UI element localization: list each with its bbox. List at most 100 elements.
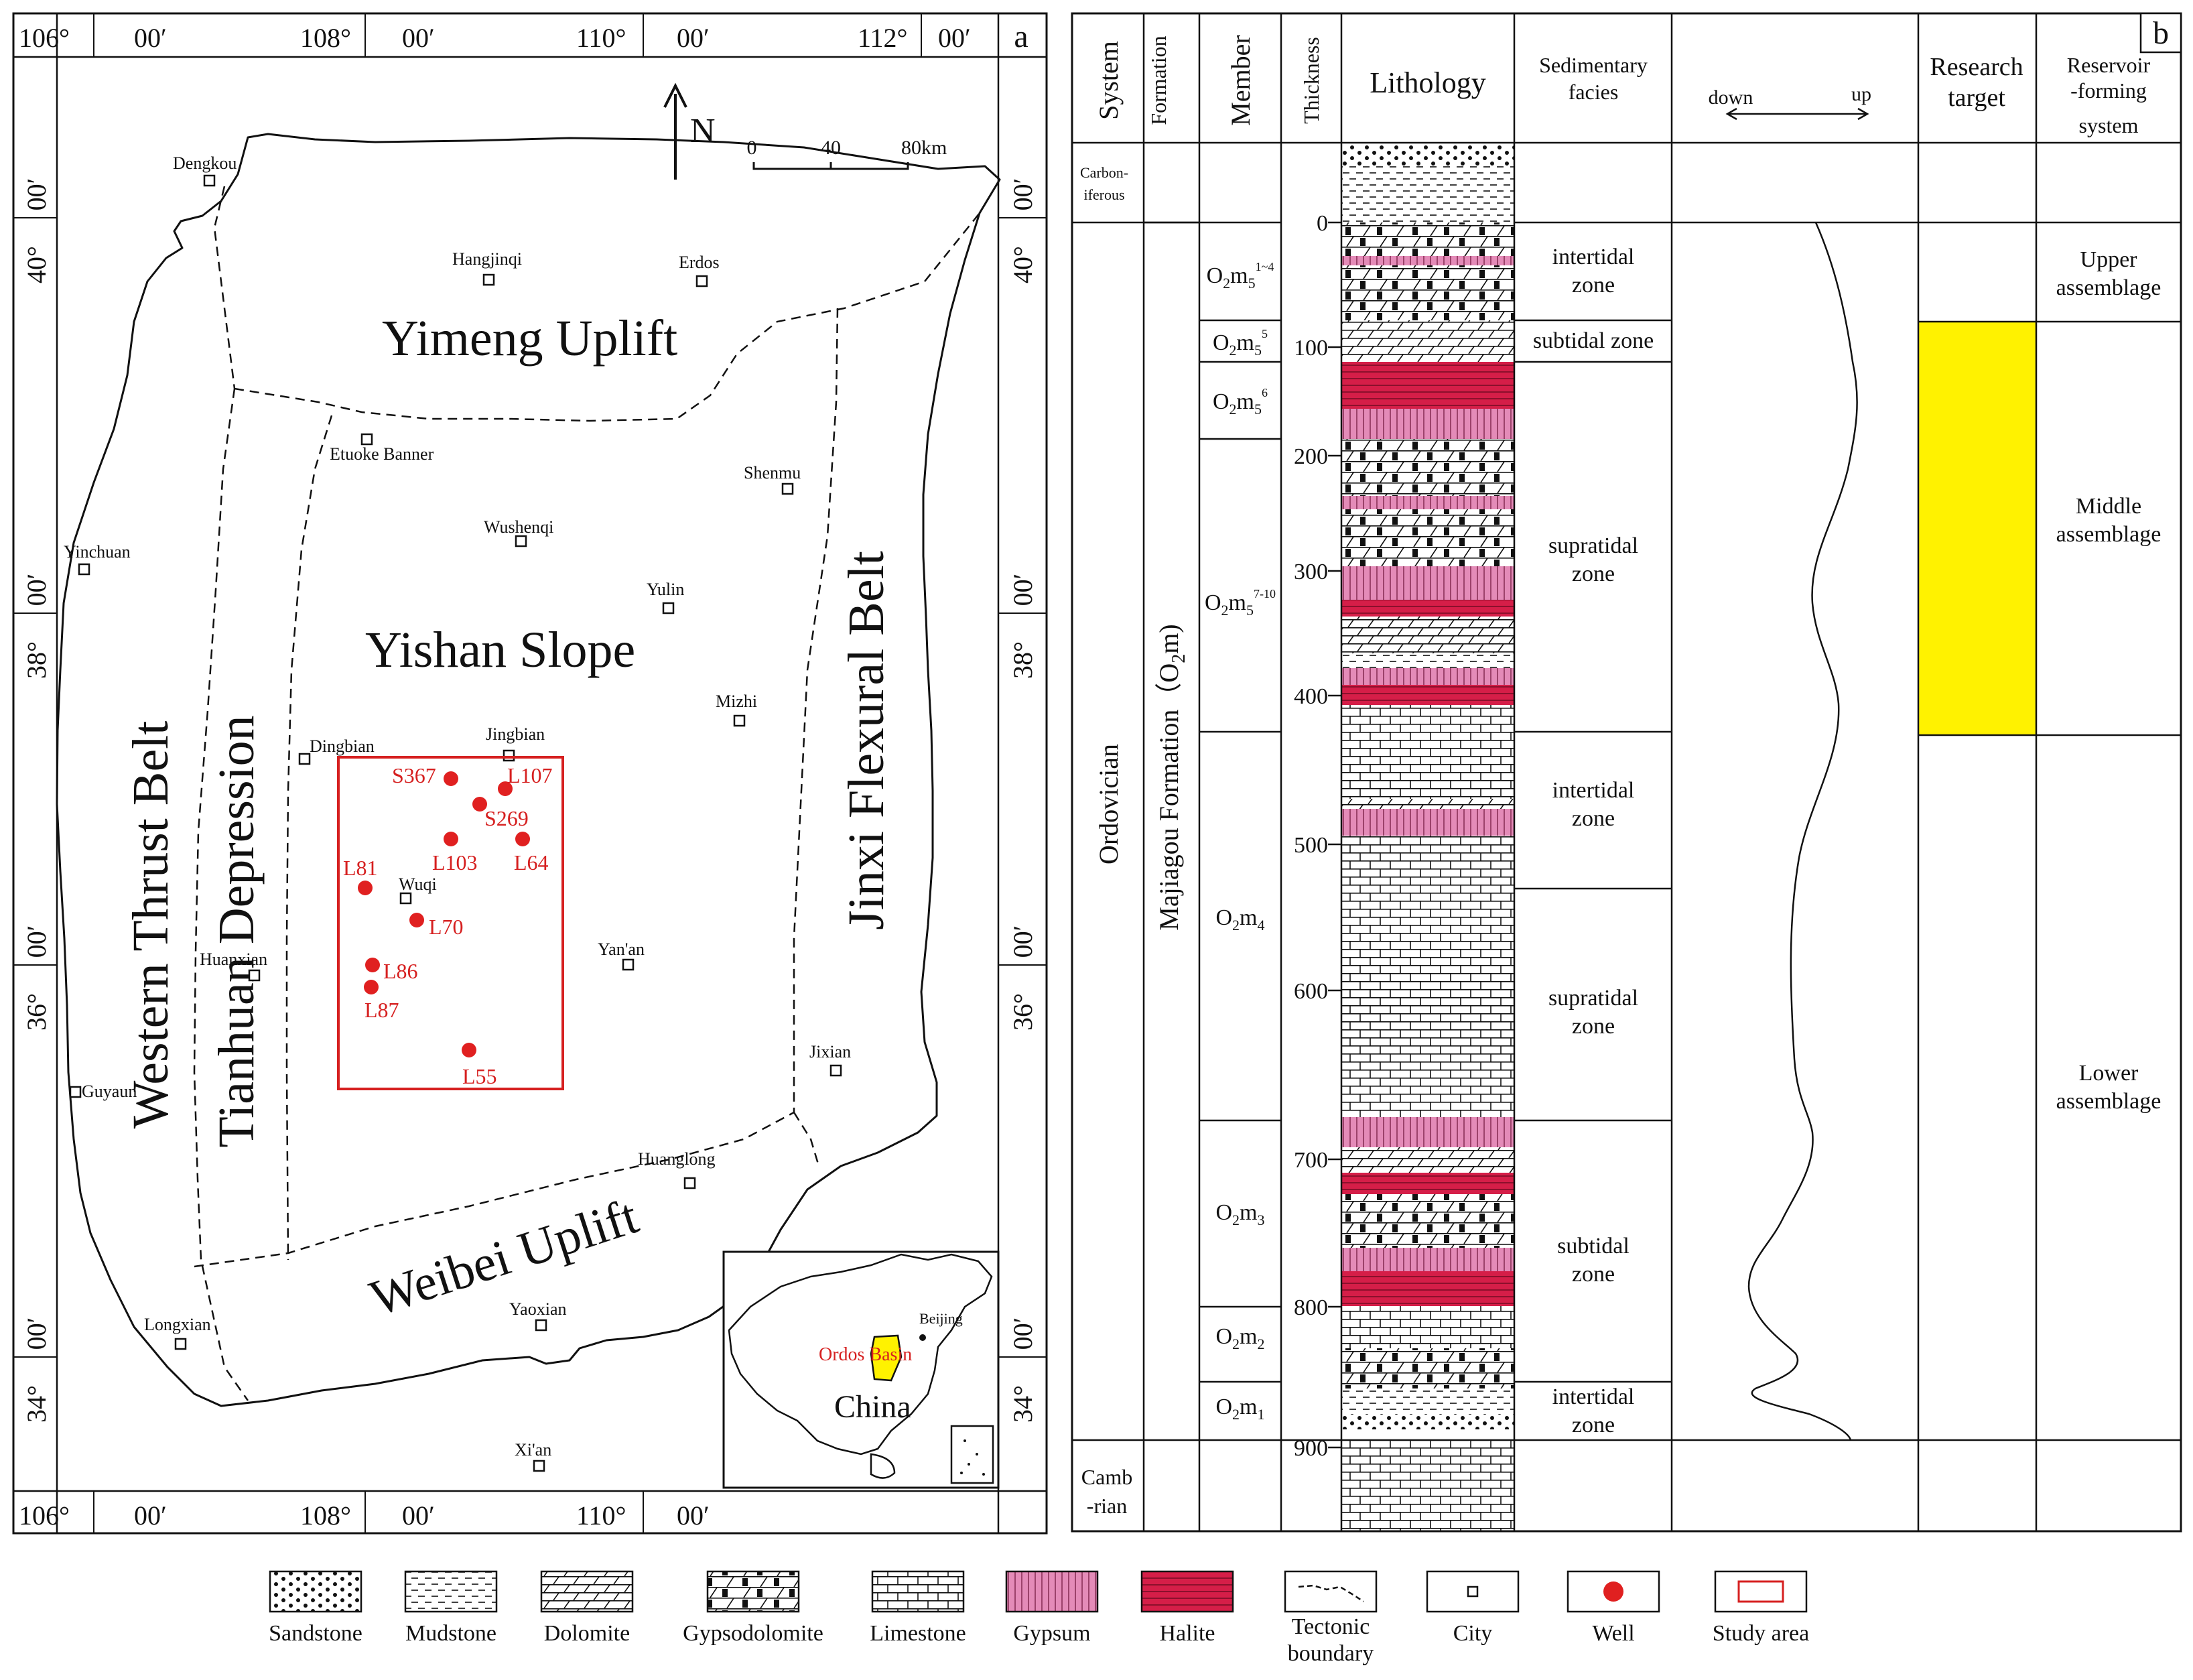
member-o2m5-6: O2m56 bbox=[1213, 386, 1268, 417]
legend-label: Halite bbox=[1159, 1621, 1215, 1646]
coord-label: 110° bbox=[576, 1500, 626, 1531]
well-l87: L87 bbox=[364, 980, 399, 1022]
city-etuoke-banner: Etuoke Banner bbox=[330, 433, 434, 464]
coord-label: 38° bbox=[1008, 641, 1038, 679]
coord-label: 00′ bbox=[1008, 574, 1038, 606]
scale-bar: 0 40 80km bbox=[747, 137, 947, 170]
bottom-coordinates: 106° 00′ 108° 00′ 110° 00′ bbox=[19, 1500, 710, 1531]
well-label: L103 bbox=[432, 850, 478, 875]
coord-label: 34° bbox=[1008, 1385, 1038, 1423]
facies-label: intertidal bbox=[1552, 1384, 1635, 1409]
coord-label: 00′ bbox=[1008, 1317, 1038, 1350]
legend-label: Mudstone bbox=[405, 1621, 496, 1646]
top-coordinates: 106° 00′ 108° 00′ 110° 00′ 112° 00′ bbox=[19, 23, 971, 53]
depth-tick-label: 400 bbox=[1294, 684, 1328, 709]
right-coordinates: 00′ 40° 00′ 38° 00′ 36° 00′ 34° bbox=[1008, 178, 1038, 1423]
ordos-basin-inset-fill bbox=[870, 1334, 903, 1382]
coord-label: 108° bbox=[300, 1500, 351, 1531]
basin-outline bbox=[56, 133, 1001, 1407]
depth-axis: 0 100 200 300 400 500 600 700 800 900 bbox=[1294, 211, 1341, 1461]
well-l107: L107 bbox=[498, 763, 553, 796]
well-l55: L55 bbox=[462, 1043, 497, 1088]
header-thickness: Thickness bbox=[1299, 37, 1323, 124]
panel-b-label: b bbox=[2153, 15, 2169, 51]
system-cambrian-line: Camb bbox=[1081, 1465, 1132, 1489]
system-cambrian-line: -rian bbox=[1087, 1494, 1127, 1518]
city-jixian: Jixian bbox=[809, 1042, 851, 1077]
well-l70: L70 bbox=[409, 913, 464, 939]
depth-tick-label: 900 bbox=[1294, 1436, 1328, 1461]
legend-sandstone: Sandstone bbox=[269, 1570, 362, 1646]
litho-sandstone bbox=[1341, 144, 1514, 166]
city-label: Huanxian bbox=[200, 950, 267, 969]
litho-limestone bbox=[1341, 836, 1514, 1117]
member-o2m5-7-10: O2m57-10 bbox=[1205, 587, 1276, 619]
litho-limestone bbox=[1341, 1306, 1514, 1348]
litho-gypsum bbox=[1341, 566, 1514, 600]
city-label: Yulin bbox=[647, 580, 684, 599]
litho-gypsum bbox=[1341, 409, 1514, 439]
depth-tick-label: 100 bbox=[1294, 336, 1328, 361]
formation-label: Majiagou Formation（O2m) bbox=[1154, 624, 1189, 930]
legend-limestone: Limestone bbox=[870, 1570, 966, 1646]
facies-label: zone bbox=[1572, 1413, 1615, 1437]
litho-halite bbox=[1341, 362, 1514, 409]
city-label: Erdos bbox=[679, 253, 720, 272]
region-western-thrust-belt: Western Thrust Belt bbox=[123, 721, 179, 1129]
city-wushenqi: Wushenqi bbox=[484, 517, 553, 547]
city-label: Jingbian bbox=[486, 724, 545, 744]
well-label: L70 bbox=[429, 915, 464, 939]
header-reservoir-line: Reservoir bbox=[2067, 53, 2151, 77]
city-dengkou: Dengkou bbox=[173, 153, 237, 187]
facies-label: zone bbox=[1572, 562, 1615, 586]
city-dingbian: Dingbian bbox=[298, 736, 375, 765]
city-yulin: Yulin bbox=[647, 580, 684, 615]
coord-label: 40° bbox=[1008, 246, 1038, 283]
header-formation: Formation bbox=[1146, 36, 1171, 125]
header-reservoir-line: -forming bbox=[2070, 78, 2147, 103]
legend-well: Well bbox=[1567, 1570, 1660, 1646]
column-headers: System Formation Member Thickness Lithol… bbox=[1093, 35, 2151, 137]
city-wuqi: Wuqi bbox=[399, 875, 437, 905]
city-label: Yinchuan bbox=[64, 542, 131, 562]
litho-gypsodolomite bbox=[1341, 509, 1514, 566]
litho-halite bbox=[1341, 1271, 1514, 1306]
litho-halite bbox=[1341, 1173, 1514, 1194]
city-label: Longxian bbox=[144, 1315, 211, 1334]
city-label: Yan'an bbox=[598, 940, 645, 959]
legend-halite: Halite bbox=[1140, 1570, 1234, 1646]
well-label: L107 bbox=[507, 763, 553, 787]
litho-mudstone bbox=[1341, 653, 1514, 668]
header-target-line: target bbox=[1948, 84, 2005, 112]
region-yishan-slope: Yishan Slope bbox=[365, 622, 635, 678]
panel-b-column: b System Formation Member Thickness Lith… bbox=[1071, 12, 2182, 1533]
legend-gypsodolomite: Gypsodolomite bbox=[683, 1570, 823, 1646]
well-label: L81 bbox=[343, 856, 378, 880]
facies-label: intertidal bbox=[1552, 245, 1635, 269]
litho-halite bbox=[1341, 685, 1514, 705]
scale-label: 0 bbox=[747, 137, 757, 159]
sedimentary-facies: intertidal zone subtidal zone supratidal… bbox=[1533, 245, 1654, 1437]
coord-label: 00′ bbox=[677, 23, 710, 53]
city-shenmu: Shenmu bbox=[744, 463, 801, 495]
city-label: Dingbian bbox=[310, 736, 375, 756]
city-label: Yaoxian bbox=[509, 1299, 566, 1319]
north-arrow: N bbox=[663, 82, 716, 180]
scale-label: 80km bbox=[901, 137, 947, 159]
assemblage-label: assemblage bbox=[2056, 522, 2162, 547]
facies-label: intertidal bbox=[1552, 778, 1635, 803]
facies-label: zone bbox=[1572, 806, 1615, 831]
legend-label: City bbox=[1453, 1621, 1493, 1646]
coord-label: 00′ bbox=[1008, 925, 1038, 958]
coord-label: 36° bbox=[1008, 993, 1038, 1031]
depth-tick-label: 700 bbox=[1294, 1148, 1328, 1173]
city-erdos: Erdos bbox=[679, 253, 720, 287]
legend-label: Gypsum bbox=[1013, 1621, 1090, 1646]
facies-label: supratidal bbox=[1548, 986, 1638, 1011]
coord-label: 106° bbox=[19, 1500, 70, 1531]
member-o2m2: O2m2 bbox=[1215, 1324, 1264, 1352]
legend-gypsum: Gypsum bbox=[1005, 1570, 1099, 1646]
legend-label: boundary bbox=[1288, 1641, 1374, 1666]
city-huanglong: Huanglong bbox=[638, 1149, 716, 1189]
city-yinchuan: Yinchuan bbox=[64, 542, 131, 576]
